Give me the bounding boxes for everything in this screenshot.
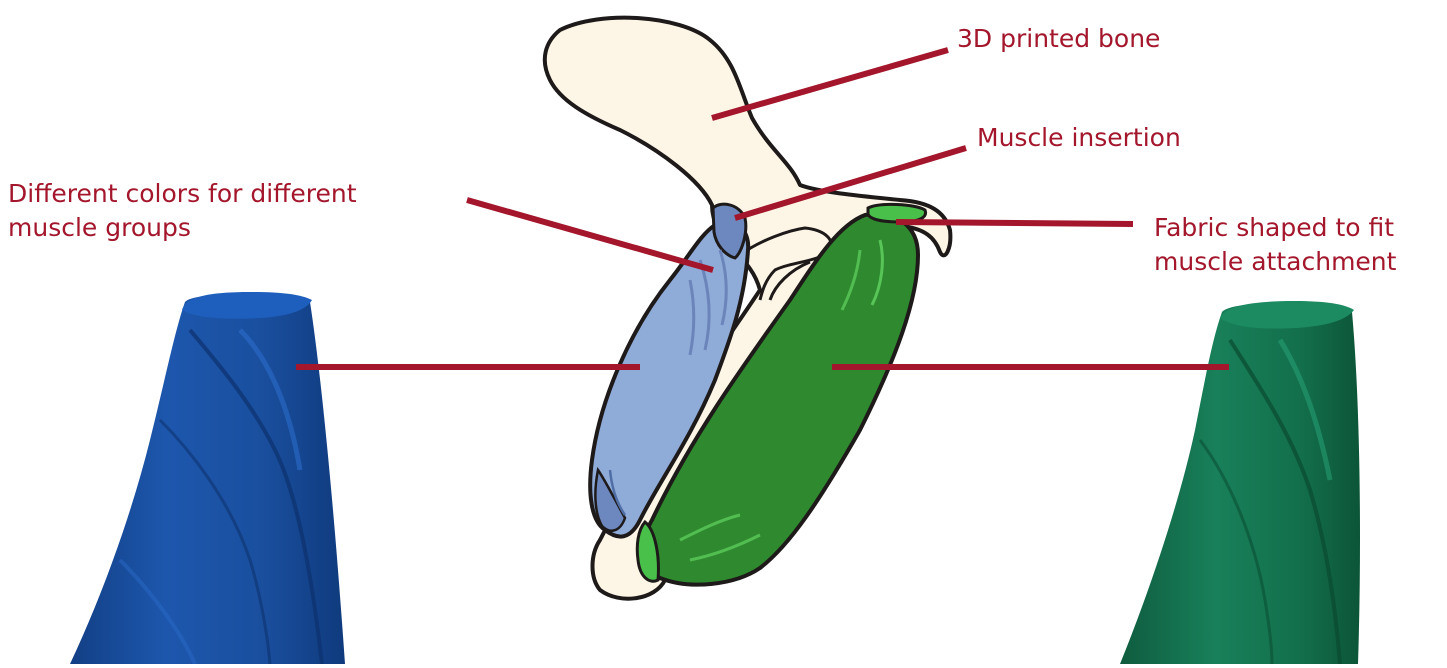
muscle-colors-label: Different colors for different muscle gr… xyxy=(8,177,357,245)
muscle-colors-label-line-1: Different colors for different xyxy=(8,177,357,211)
muscle-colors-label-line-2: muscle groups xyxy=(8,211,357,245)
fabric-leader-line xyxy=(896,222,1133,224)
fabric-shape-label-line-2: muscle attachment xyxy=(1154,245,1396,279)
fabric-shape-label-line-1: Fabric shaped to fit xyxy=(1154,211,1396,245)
blue-fabric-roll-icon xyxy=(70,292,345,664)
bone-label: 3D printed bone xyxy=(957,22,1160,56)
colors-leader-line xyxy=(467,200,713,270)
bone-leader-line xyxy=(712,50,948,118)
muscle-insertion-label: Muscle insertion xyxy=(977,121,1181,155)
fabric-shape-label: Fabric shaped to fit muscle attachment xyxy=(1154,211,1396,279)
green-fabric-roll-icon xyxy=(1120,301,1360,664)
